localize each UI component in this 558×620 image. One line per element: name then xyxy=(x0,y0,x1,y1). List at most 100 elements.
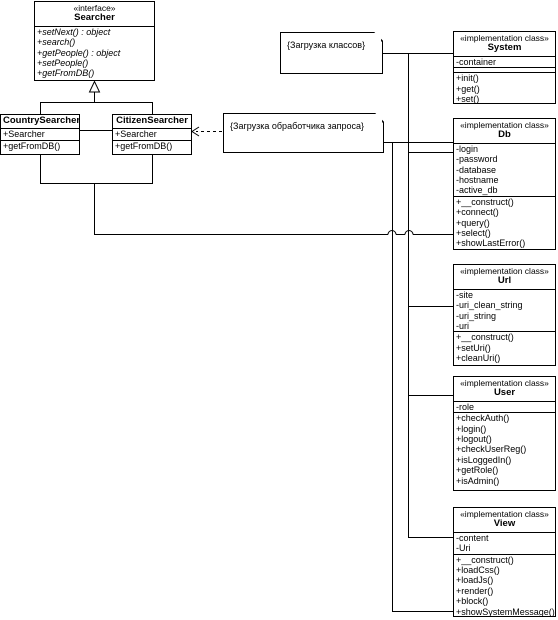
db-attribute: -hostname xyxy=(456,175,499,186)
url-stereotype: «implementation class» xyxy=(460,266,549,276)
searcher-name: Searcher xyxy=(74,12,115,24)
view-name: View xyxy=(493,518,516,530)
note-request-handler-text: {Загрузка обработчика запроса} xyxy=(230,121,365,131)
note-class-loading: {Загрузка классов} xyxy=(281,33,381,73)
db-association-line xyxy=(94,183,388,235)
inheritance-arrowhead xyxy=(88,80,101,93)
user-stereotype: «implementation class» xyxy=(460,378,549,388)
searcher-loop-line xyxy=(40,155,153,184)
country-searcher-attributes: +Searcher xyxy=(1,129,79,141)
citizen-searcher-attribute: +Searcher xyxy=(115,129,157,140)
searcher-method: +search() xyxy=(37,37,76,48)
view-method: +loadCss() xyxy=(456,565,500,576)
searcher-interface-box: «interface» Searcher +setNext() : object… xyxy=(34,1,155,81)
view-attribute: -content xyxy=(456,532,489,543)
url-attribute: -uri xyxy=(456,321,469,332)
view-class-box: «implementation class» View -content -Ur… xyxy=(453,507,556,617)
note-class-loading-text: {Загрузка классов} xyxy=(287,40,366,50)
url-method: +__construct() xyxy=(456,332,514,343)
view-attribute: -Uri xyxy=(456,543,471,554)
db-class-box: «implementation class» Db -login -passwo… xyxy=(453,118,556,250)
searcher-method: +setPeople() xyxy=(37,58,89,69)
db-method: +select() xyxy=(456,228,491,239)
db-method: +query() xyxy=(456,217,490,228)
country-searcher-header: CountrySearcher xyxy=(1,115,81,130)
citizen-searcher-methods: +getFromDB() xyxy=(113,141,191,151)
view-methods: +__construct() +loadCss() +loadJs() +ren… xyxy=(454,555,555,617)
view-stereotype: «implementation class» xyxy=(460,509,549,519)
url-attributes: -site -uri_clean_string -uri_string -uri xyxy=(454,290,555,333)
view-method: +block() xyxy=(456,596,489,607)
note-request-handler: {Загрузка обработчика запроса} xyxy=(224,114,382,152)
system-name: System xyxy=(487,42,522,54)
url-method: +cleanUri() xyxy=(456,353,501,364)
url-attribute: -uri_string xyxy=(456,310,497,321)
country-searcher-box: CountrySearcher +Searcher +getFromDB() xyxy=(0,114,80,155)
db-stereotype: «implementation class» xyxy=(460,120,549,130)
searcher-method: +getPeople() : object xyxy=(37,47,121,58)
system-method: +set() xyxy=(456,94,480,105)
db-attribute: -password xyxy=(456,154,498,165)
system-attribute: -container xyxy=(456,56,497,67)
user-method: +isAdmin() xyxy=(456,475,500,486)
view-header: «implementation class» View xyxy=(454,508,555,533)
user-method: +logout() xyxy=(456,434,492,445)
system-attributes: -container xyxy=(454,56,555,69)
db-name: Db xyxy=(498,129,511,141)
citizen-searcher-name: CitizenSearcher xyxy=(116,115,188,126)
searcher-method: +getFromDB() xyxy=(37,68,95,79)
searcher-stereotype: «interface» xyxy=(73,3,116,13)
user-name: User xyxy=(493,387,516,399)
url-attribute: -site xyxy=(456,289,474,300)
citizen-searcher-method: +getFromDB() xyxy=(115,140,173,151)
url-method: +setUri() xyxy=(456,342,491,353)
user-attributes: -role xyxy=(454,401,555,414)
searcher-header: «interface» Searcher xyxy=(35,2,154,27)
db-header: «implementation class» Db xyxy=(454,119,555,144)
dependency-arrowhead xyxy=(191,126,200,137)
db-method: +connect() xyxy=(456,207,499,218)
view-method: +showSystemMessage() xyxy=(456,606,555,617)
view-method: +__construct() xyxy=(456,554,514,565)
url-attribute: -uri_clean_string xyxy=(456,300,523,311)
user-methods: +checkAuth() +login() +logout() +checkUs… xyxy=(454,413,555,486)
citizen-searcher-attributes: +Searcher xyxy=(113,129,191,141)
country-searcher-attribute: +Searcher xyxy=(3,129,45,140)
view-method: +loadJs() xyxy=(456,575,494,586)
db-attribute: -database xyxy=(456,164,497,175)
user-attribute: -role xyxy=(456,401,475,412)
system-method: +get() xyxy=(456,83,480,94)
db-attribute: -login xyxy=(456,143,479,154)
citizen-searcher-header: CitizenSearcher xyxy=(113,115,191,130)
searcher-method: +setNext() : object xyxy=(37,26,111,37)
user-method: +getRole() xyxy=(456,465,499,476)
user-method: +isLoggedIn() xyxy=(456,454,512,465)
citizen-searcher-box: CitizenSearcher +Searcher +getFromDB() xyxy=(112,114,192,155)
url-class-box: «implementation class» Url -site -uri_cl… xyxy=(453,264,556,366)
system-method: +init() xyxy=(456,73,479,84)
country-searcher-methods: +getFromDB() xyxy=(1,141,79,151)
view-attributes: -content -Uri xyxy=(454,533,555,555)
searcher-methods: +setNext() : object +search() +getPeople… xyxy=(35,27,154,79)
user-header: «implementation class» User xyxy=(454,377,555,402)
system-spacer xyxy=(454,68,555,74)
url-methods: +__construct() +setUri() +cleanUri() xyxy=(454,332,555,363)
user-class-box: «implementation class» User -role +check… xyxy=(453,376,556,491)
db-methods: +__construct() +connect() +query() +sele… xyxy=(454,197,555,249)
user-method: +checkUserReg() xyxy=(456,444,527,455)
db-method: +showLastError() xyxy=(456,238,526,249)
view-method: +render() xyxy=(456,585,494,596)
db-attribute: -active_db xyxy=(456,185,498,196)
db-method: +__construct() xyxy=(456,196,514,207)
country-searcher-method: +getFromDB() xyxy=(3,140,61,151)
user-method: +checkAuth() xyxy=(456,413,510,424)
url-name: Url xyxy=(497,275,512,287)
system-class-box: «implementation class» System -container… xyxy=(453,31,556,104)
country-searcher-name: CountrySearcher xyxy=(3,115,81,126)
db-attributes: -login -password -database -hostname -ac… xyxy=(454,144,555,197)
system-header: «implementation class» System xyxy=(454,32,555,57)
user-method: +login() xyxy=(456,423,487,434)
url-header: «implementation class» Url xyxy=(454,265,555,290)
system-stereotype: «implementation class» xyxy=(460,33,549,43)
system-methods: +init() +get() +set() xyxy=(454,73,555,104)
